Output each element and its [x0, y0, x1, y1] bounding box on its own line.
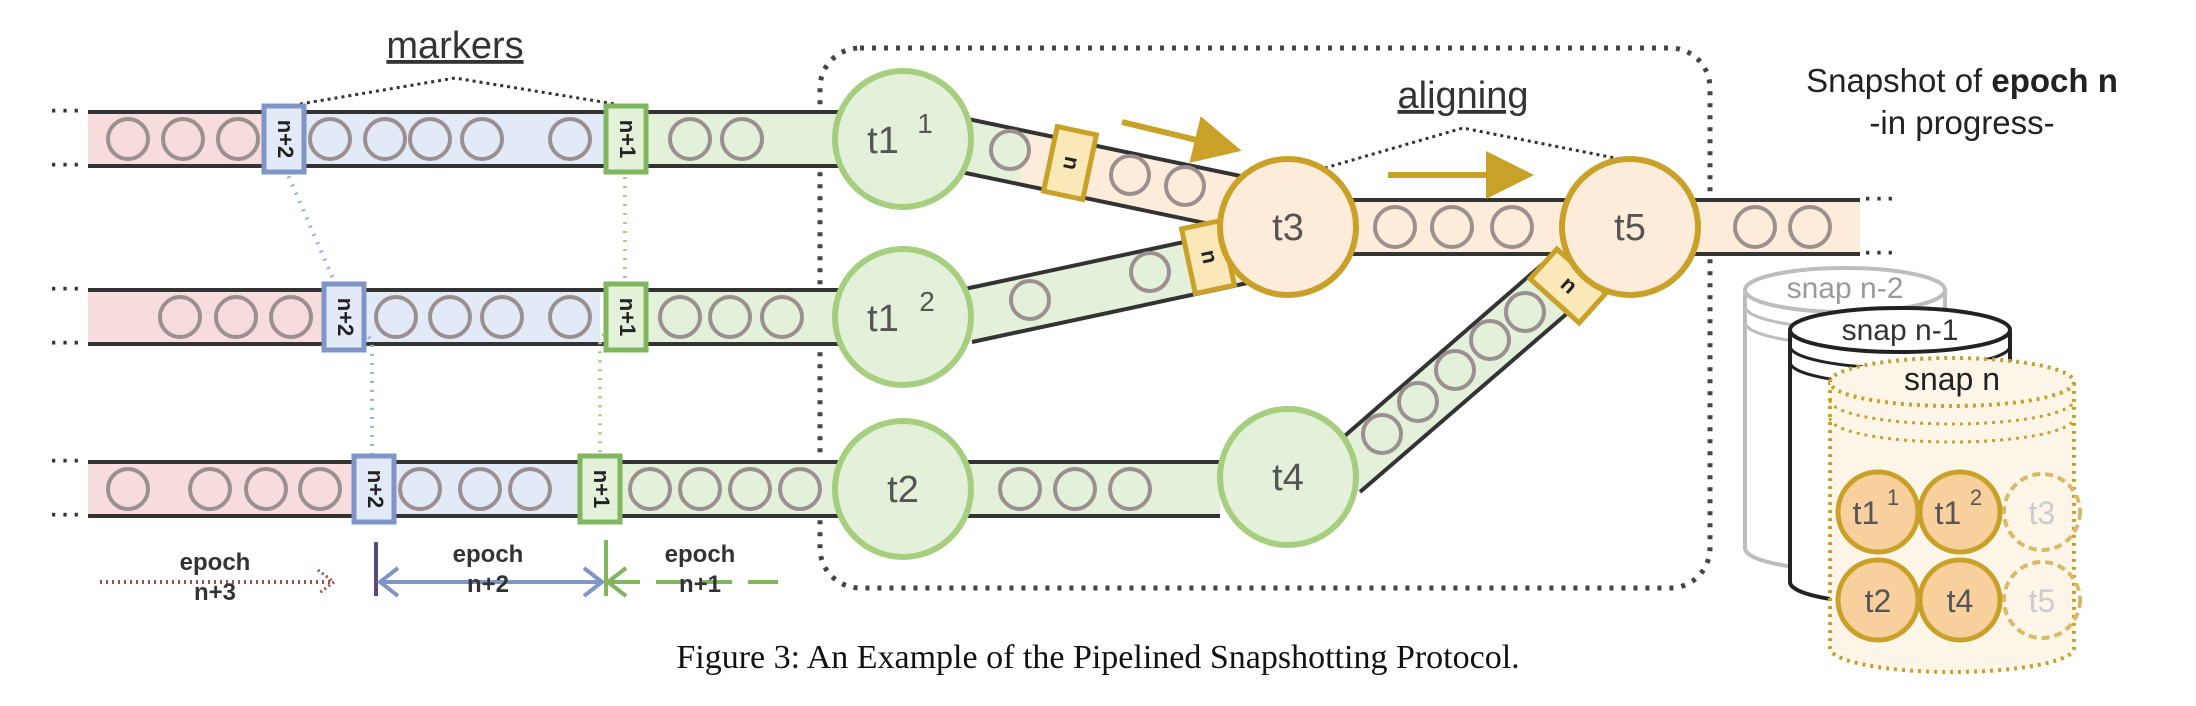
svg-text:···: ··· [48, 90, 82, 128]
marker-n-plus-2-ch3: n+2 [351, 453, 397, 525]
svg-text:n+2: n+2 [363, 470, 388, 509]
svg-text:t2: t2 [1865, 583, 1892, 619]
svg-text:t1: t1 [1853, 495, 1880, 531]
snap-task-t4: t4 [1917, 557, 2003, 643]
svg-text:n+1: n+1 [615, 120, 640, 159]
marker-n-plus-2-ch2: n+2 [321, 281, 367, 353]
svg-text:t2: t2 [887, 469, 919, 511]
svg-text:snap n: snap n [1904, 361, 2000, 397]
svg-text:1: 1 [1887, 485, 1899, 510]
task-t1-2: t1 2 [832, 246, 974, 388]
epoch-n-plus-1-label: epoch [665, 541, 736, 568]
svg-text:···: ··· [48, 494, 82, 532]
link-t5-output: ··· ··· [1680, 178, 1896, 270]
snap-task-t3: t3 [2002, 472, 2082, 552]
epoch-n-plus-2-value: n+2 [467, 571, 509, 598]
marker-n-plus-2-ch1: n+2 [261, 103, 307, 175]
svg-text:···: ··· [1862, 178, 1896, 216]
link-t4-to-t5 [1338, 260, 1587, 494]
task-t5: t5 [1559, 156, 1701, 298]
marker-n-plus-1-ch3: n+1 [577, 453, 623, 525]
link-t3-to-t5 [1340, 198, 1580, 256]
epoch-legend: epoch n+3 epoch n+2 epoch n+1 [100, 540, 780, 606]
svg-text:snap n-2: snap n-2 [1787, 272, 1904, 305]
svg-text:n+2: n+2 [273, 120, 298, 159]
input-channel-3: ··· ··· [48, 440, 840, 532]
input-channel-2: ··· ··· [48, 268, 840, 360]
task-t4: t4 [1217, 406, 1359, 548]
marker-n-plus-1-ch2: n+1 [603, 281, 649, 353]
flow-arrow-icon [1121, 116, 1242, 163]
svg-text:t1: t1 [867, 120, 899, 162]
link-t2-to-t4 [960, 460, 1220, 518]
epoch-n-plus-3-label: epoch [180, 549, 251, 576]
snapshot-title: Snapshot of epoch n [1806, 62, 2118, 99]
svg-text:···: ··· [48, 268, 82, 306]
svg-text:t1: t1 [867, 298, 899, 340]
snap-task-t2: t2 [1835, 557, 1921, 643]
svg-text:t4: t4 [1272, 457, 1304, 499]
svg-text:···: ··· [48, 144, 82, 182]
aligning-pointer-lines [1317, 126, 1626, 172]
figure-caption: Figure 3: An Example of the Pipelined Sn… [676, 639, 1519, 676]
snap-task-t1-2: t1 2 [1917, 469, 2003, 555]
svg-text:n+2: n+2 [333, 298, 358, 337]
task-t2: t2 [832, 418, 974, 560]
marker-n-plus-1-ch1: n+1 [603, 103, 649, 175]
svg-text:n+1: n+1 [615, 298, 640, 337]
task-t3: t3 [1217, 156, 1359, 298]
svg-text:t5: t5 [1614, 207, 1646, 249]
svg-text:n: n [1196, 247, 1223, 265]
svg-text:···: ··· [48, 440, 82, 478]
marker-n-t1-1-to-t3: n [1040, 123, 1100, 203]
input-channel-1: ··· ··· [48, 90, 840, 182]
svg-text:t3: t3 [2029, 495, 2056, 531]
svg-text:n: n [1058, 154, 1085, 172]
epoch-n-plus-1-value: n+1 [679, 571, 721, 598]
svg-text:n+1: n+1 [589, 470, 614, 509]
svg-text:t4: t4 [1947, 583, 1974, 619]
link-t1-1-to-t3 [955, 117, 1251, 232]
svg-text:2: 2 [1970, 485, 1982, 510]
markers-label: markers [386, 25, 523, 67]
task-t1-1: t1 1 [832, 68, 974, 210]
snapshot-status: -in progress- [1869, 104, 2054, 141]
snap-task-t1-1: t1 1 [1835, 469, 1921, 555]
svg-text:···: ··· [48, 322, 82, 360]
epoch-n-plus-2-label: epoch [453, 541, 524, 568]
svg-text:···: ··· [1862, 232, 1896, 270]
markers-pointer-lines [299, 76, 616, 106]
aligning-label: aligning [1398, 75, 1529, 117]
svg-text:t3: t3 [1272, 207, 1304, 249]
snapshot-n: snap n t1 1 t1 2 t3 t2 t4 t5 [1828, 356, 2082, 674]
svg-text:1: 1 [917, 108, 933, 139]
snap-task-t5: t5 [2002, 560, 2082, 640]
svg-text:t1: t1 [1935, 495, 1962, 531]
epoch-n-plus-3-value: n+3 [194, 579, 236, 606]
svg-text:snap n-1: snap n-1 [1842, 314, 1959, 347]
svg-text:2: 2 [919, 286, 935, 317]
marker-n-t4-to-t5: n [1526, 245, 1610, 327]
svg-text:t5: t5 [2029, 583, 2056, 619]
